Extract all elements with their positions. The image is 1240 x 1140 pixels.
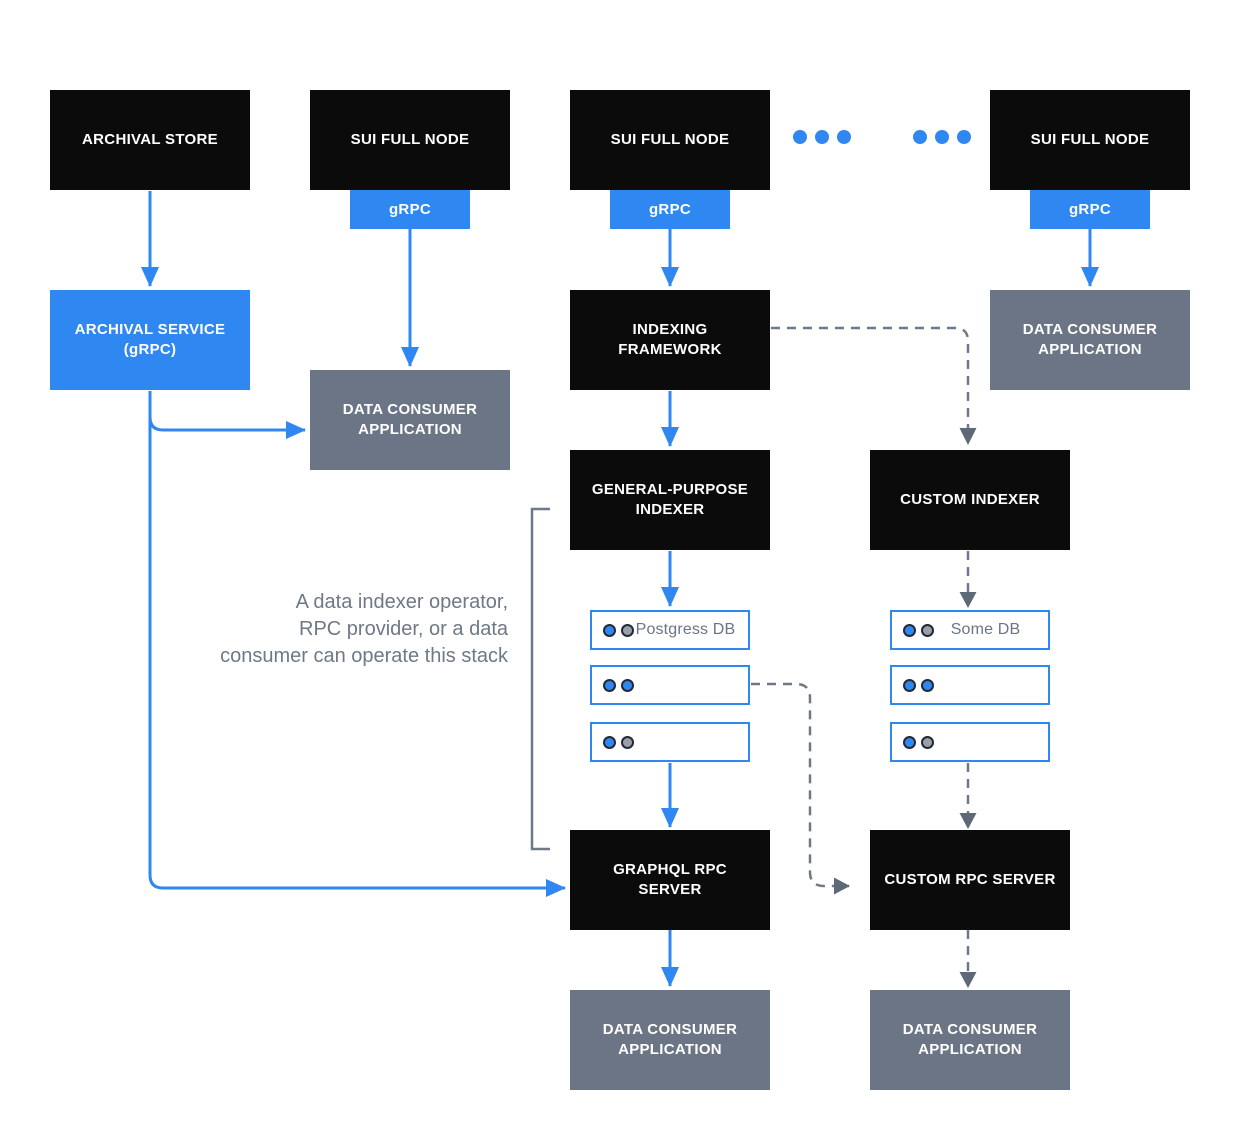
node-custom-indexer: CUSTOM INDEXER xyxy=(870,450,1070,550)
node-data-consumer-bottom-right: DATA CONSUMER APPLICATION xyxy=(870,990,1070,1090)
annotation-text: A data indexer operator, RPC provider, o… xyxy=(220,591,508,667)
db-dot-blue-icon xyxy=(621,678,634,692)
grpc-label: gRPC xyxy=(1068,201,1112,218)
node-label: SUI FULL NODE xyxy=(610,131,730,148)
node-sui-full-node-left: SUI FULL NODE xyxy=(310,90,510,190)
db-dot-gray-icon xyxy=(621,735,634,749)
db-label: Postgress DB xyxy=(635,621,736,638)
node-label: DATA CONSUMER APPLICATION xyxy=(602,1021,738,1058)
grpc-tag-left: gRPC xyxy=(350,190,470,229)
db-dot-blue-icon xyxy=(903,678,916,692)
node-label: DATA CONSUMER APPLICATION xyxy=(902,1021,1038,1058)
node-custom-rpc-server: CUSTOM RPC SERVER xyxy=(870,830,1070,930)
db-row-left-3 xyxy=(590,722,750,762)
node-label: CUSTOM RPC SERVER xyxy=(884,871,1056,888)
db-row-right-3 xyxy=(890,722,1050,762)
node-data-consumer-bottom-left: DATA CONSUMER APPLICATION xyxy=(570,990,770,1090)
node-label: DATA CONSUMER APPLICATION xyxy=(1022,321,1158,358)
db-dot-blue-icon xyxy=(903,735,916,749)
node-graphql-rpc-server: GRAPHQL RPC SERVER xyxy=(570,830,770,930)
db-row-postgres: Postgress DB xyxy=(590,610,750,650)
grpc-label: gRPC xyxy=(388,201,432,218)
node-label: GRAPHQL RPC SERVER xyxy=(613,861,727,898)
ellipsis-dots-icon xyxy=(793,130,971,144)
node-data-consumer-top-right: DATA CONSUMER APPLICATION xyxy=(990,290,1190,390)
db-dot-blue-icon xyxy=(603,623,616,637)
db-label: Some DB xyxy=(950,621,1021,638)
node-label: CUSTOM INDEXER xyxy=(900,491,1040,508)
db-row-some-db: Some DB xyxy=(890,610,1050,650)
db-dot-blue-icon xyxy=(921,678,934,692)
grpc-tag-mid: gRPC xyxy=(610,190,730,229)
node-data-consumer-left: DATA CONSUMER APPLICATION xyxy=(310,370,510,470)
node-sui-full-node-right: SUI FULL NODE xyxy=(990,90,1190,190)
node-general-purpose-indexer: GENERAL-PURPOSE INDEXER xyxy=(570,450,770,550)
node-indexing-framework: INDEXING FRAMEWORK xyxy=(570,290,770,390)
db-dot-gray-icon xyxy=(921,735,934,749)
dashed-indexing-framework-to-custom-indexer xyxy=(771,326,970,428)
node-label: INDEXING FRAMEWORK xyxy=(618,321,722,358)
node-label: SUI FULL NODE xyxy=(350,131,470,148)
node-label: GENERAL-PURPOSE INDEXER xyxy=(591,481,749,518)
node-label: ARCHIVAL STORE xyxy=(82,131,218,148)
node-archival-service: ARCHIVAL SERVICE (gRPC) xyxy=(50,290,250,390)
db-dot-blue-icon xyxy=(603,678,616,692)
node-label: DATA CONSUMER APPLICATION xyxy=(342,401,478,438)
arrow-archival-service-to-data-consumer xyxy=(148,391,306,439)
grpc-label: gRPC xyxy=(648,201,692,218)
db-dot-blue-icon xyxy=(903,623,916,637)
db-dot-gray-icon xyxy=(621,623,634,637)
node-sui-full-node-mid: SUI FULL NODE xyxy=(570,90,770,190)
node-label: ARCHIVAL SERVICE (gRPC) xyxy=(74,321,226,358)
db-dot-gray-icon xyxy=(921,623,934,637)
node-label: SUI FULL NODE xyxy=(1030,131,1150,148)
db-row-left-2 xyxy=(590,665,750,705)
stack-bracket xyxy=(530,507,550,851)
grpc-tag-right: gRPC xyxy=(1030,190,1150,229)
db-dot-blue-icon xyxy=(603,735,616,749)
node-archival-store: ARCHIVAL STORE xyxy=(50,90,250,190)
db-row-right-2 xyxy=(890,665,1050,705)
